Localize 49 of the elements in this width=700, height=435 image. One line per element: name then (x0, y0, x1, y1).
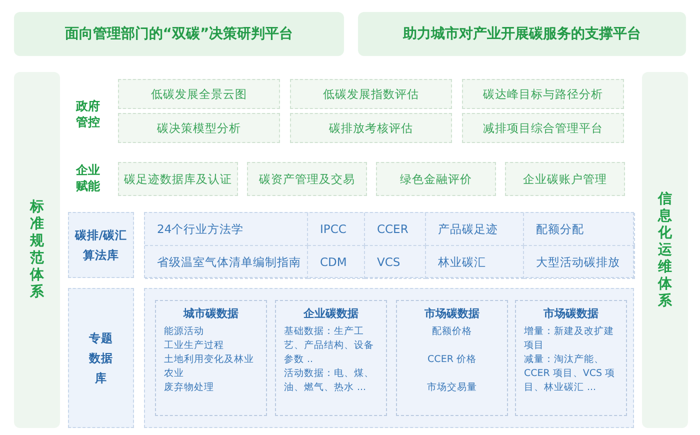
list-item: 减量：淘汰产能、CCER 项目、VCS 项目、林业碳汇 ... (524, 353, 616, 395)
list-item: 市场交易量 (426, 381, 478, 395)
side-band: 信息化运维体系 (642, 72, 688, 428)
function-box: 碳达峰目标与路径分析 (462, 79, 624, 109)
function-box: 碳排放考核评估 (290, 113, 452, 143)
card-heading: 企业碳数据 (302, 307, 360, 321)
list-item: 增量：新建及改扩建项目 (524, 325, 615, 353)
table-cell: IPCC (308, 213, 365, 246)
list-item: 土地利用变化及林业农业 (164, 353, 255, 381)
table-cell: 大型活动碳排放 (524, 246, 635, 279)
table-cell: 省级温室气体清单编制指南 (145, 246, 308, 279)
data-card (515, 300, 627, 416)
list-item: 基础数据：生产工艺、产品结构、设备参数 .. (284, 325, 375, 367)
side-band: 标准规范体系 (14, 72, 60, 428)
list-item: 能源活动 (164, 325, 205, 339)
section-panel (144, 288, 634, 428)
data-card (155, 300, 267, 416)
list-item: 工业生产过程 (164, 339, 225, 353)
function-box: 减排项目综合管理平台 (462, 113, 624, 143)
table-cell: CDM (308, 246, 365, 279)
function-box: 碳资产管理及交易 (247, 162, 367, 196)
section-label: 专题数据库 (68, 288, 134, 428)
function-box: 低碳发展全景云图 (118, 79, 280, 109)
table-panel (144, 212, 634, 278)
table-cell: CCER (365, 213, 426, 246)
platform-banner: 面向管理部门的“双碳”决策研判平台 (14, 12, 344, 56)
table-cell: VCS (365, 246, 426, 279)
card-heading: 城市碳数据 (182, 307, 240, 321)
row-label: 企业赋能 (74, 162, 101, 194)
function-box: 企业碳账户管理 (505, 162, 625, 196)
list-item: 废弃物处理 (164, 381, 215, 395)
function-box: 低碳发展指数评估 (290, 79, 452, 109)
data-card (396, 300, 508, 416)
function-box: 碳决策模型分析 (118, 113, 280, 143)
table-cell: 配额分配 (524, 213, 635, 246)
row-label: 政府管控 (74, 98, 101, 130)
table-cell: 24个行业方法学 (145, 213, 308, 246)
table-cell: 林业碳汇 (426, 246, 524, 279)
table-cell: 产品碳足迹 (426, 213, 524, 246)
card-heading: 市场碳数据 (424, 307, 480, 321)
data-card (275, 300, 387, 416)
list-item: 配额价格 (431, 325, 473, 339)
list-item: 活动数据：电、煤、油、燃气、热水 ... (284, 367, 375, 395)
platform-banner: 助力城市对产业开展碳服务的支撑平台 (358, 12, 686, 56)
section-label: 碳排/碳汇算法库 (68, 212, 134, 278)
list-item: CCER 价格 (426, 353, 478, 367)
function-box: 绿色金融评价 (376, 162, 496, 196)
function-box: 碳足迹数据库及认证 (118, 162, 238, 196)
card-heading: 市场碳数据 (542, 307, 600, 321)
